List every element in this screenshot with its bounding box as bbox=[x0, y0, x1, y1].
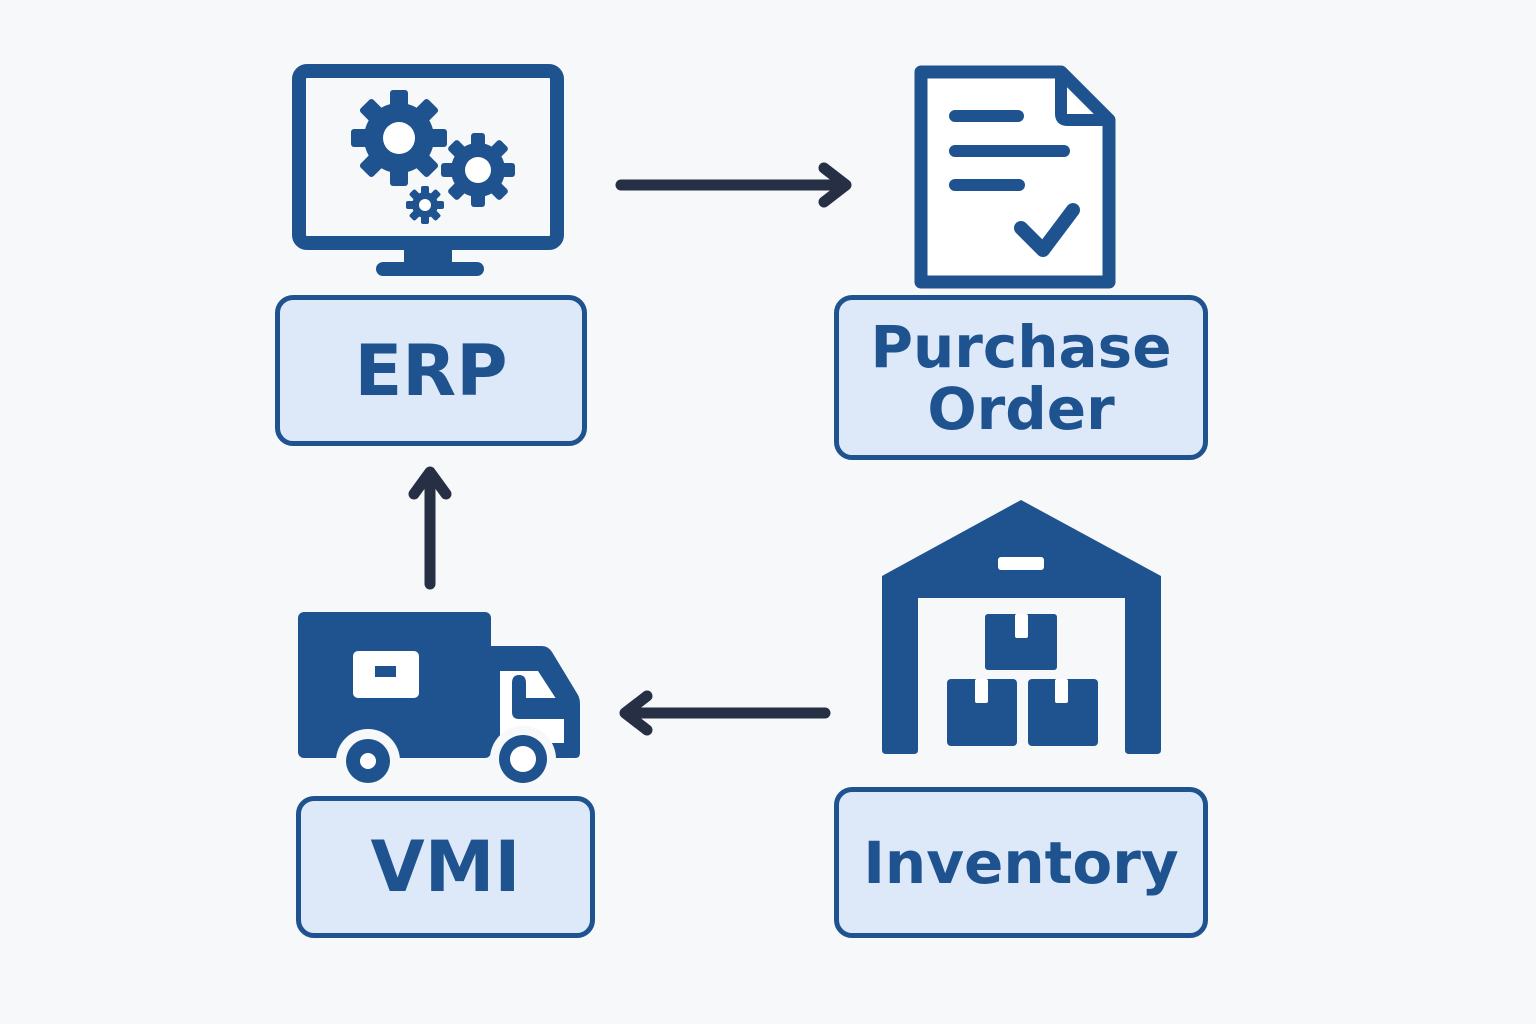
monitor-base bbox=[376, 262, 484, 276]
erp-label-box: ERP bbox=[275, 295, 587, 446]
warehouse-building bbox=[882, 500, 1161, 754]
inventory-label-box: Inventory bbox=[834, 787, 1208, 938]
arrow-vmi-to-erp bbox=[408, 466, 452, 590]
document-outline bbox=[914, 65, 1116, 289]
document-check-icon bbox=[914, 65, 1116, 289]
gear-small-icon bbox=[406, 186, 444, 224]
arrow-erp-to-purchase-order bbox=[615, 162, 852, 208]
box-right-icon bbox=[1028, 679, 1098, 746]
purchase-order-label-box: Purchase Order bbox=[834, 295, 1208, 460]
document-fold bbox=[1055, 72, 1109, 126]
checkmark-icon bbox=[1014, 203, 1080, 257]
purchase-order-label-line-1: Purchase bbox=[870, 312, 1172, 381]
monitor-gears-icon bbox=[292, 64, 564, 276]
inventory-label: Inventory bbox=[863, 828, 1179, 897]
wheel-rear-icon bbox=[336, 729, 400, 793]
arrow-inventory-to-vmi bbox=[619, 690, 831, 736]
purchase-order-label-line-2: Order bbox=[927, 374, 1115, 443]
truck-window bbox=[512, 675, 564, 719]
vmi-label-box: VMI bbox=[296, 796, 595, 938]
warehouse-sign bbox=[998, 557, 1044, 570]
wheel-front-icon bbox=[490, 726, 556, 792]
gear-medium-icon bbox=[441, 133, 515, 207]
gear-large-icon bbox=[351, 90, 447, 186]
cargo-label-icon bbox=[353, 651, 419, 698]
vmi-label: VMI bbox=[370, 826, 521, 908]
warehouse-icon bbox=[882, 500, 1161, 754]
delivery-truck-icon bbox=[298, 612, 580, 793]
erp-label: ERP bbox=[354, 329, 508, 412]
box-top-icon bbox=[985, 614, 1057, 670]
box-left-icon bbox=[947, 679, 1017, 746]
